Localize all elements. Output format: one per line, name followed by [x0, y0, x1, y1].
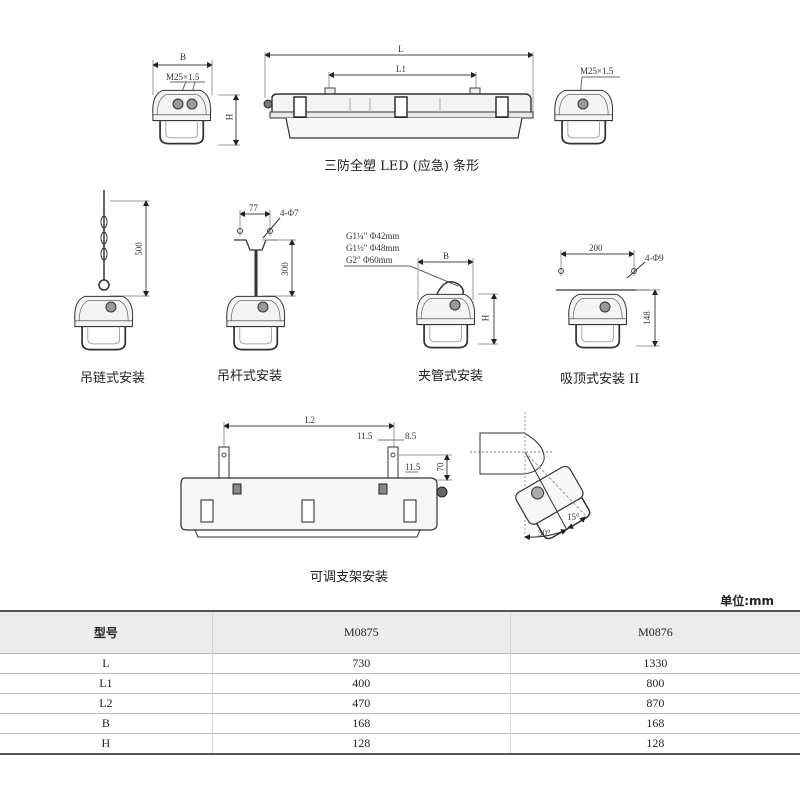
adjustable-bracket-drawing — [180, 422, 452, 538]
row-label: L — [0, 653, 213, 674]
pipe-size-3: G2″ Φ60mm — [346, 255, 393, 265]
rod-dim-77: 77 — [249, 203, 258, 213]
adjustable-bracket-caption: 可调支架安装 — [310, 570, 389, 585]
cell-value: 128 — [509, 733, 800, 755]
front-dim-h: H — [224, 113, 235, 121]
pipe-size-2: G1½″ Φ48mm — [346, 243, 400, 253]
cell-value: 730 — [211, 653, 511, 674]
chain-dim-500: 500 — [133, 242, 144, 256]
ceiling-dim-148: 148 — [641, 311, 652, 325]
pipe-clamp-caption: 夹管式安装 — [418, 369, 484, 384]
side-view — [263, 52, 534, 139]
cell-value: 168 — [509, 713, 800, 734]
table-row: B 168 168 — [0, 713, 800, 734]
spec-table: 型号 M0875 M0876 L 730 1330 L1 400 800 L2 … — [0, 610, 800, 755]
table-row: L 730 1330 — [0, 653, 800, 674]
pipe-size-1: G1¼″ Φ42mm — [346, 231, 400, 241]
table-row: H 128 128 — [0, 733, 800, 755]
cell-value: 870 — [509, 693, 800, 714]
cell-value: 470 — [211, 693, 511, 714]
rod-hole-label: 4-Φ7 — [280, 208, 299, 218]
unit-label: 单位:mm — [720, 594, 774, 608]
bracket-dim-70: 70 — [435, 462, 446, 472]
header-m0876: M0876 — [509, 610, 800, 654]
table-row: L1 400 800 — [0, 673, 800, 694]
technical-drawings — [73, 52, 660, 541]
row-label: L2 — [0, 693, 213, 714]
angle-15-label: 15° — [567, 512, 580, 522]
bracket-dim-8-5: 8.5 — [405, 431, 417, 441]
rod-dim-300: 300 — [279, 262, 290, 276]
chain-mount-caption: 吊链式安装 — [80, 371, 146, 386]
table-row: L2 470 870 — [0, 693, 800, 714]
side-dim-l1: L1 — [396, 64, 406, 74]
cell-value: 168 — [211, 713, 511, 734]
cell-value: 800 — [509, 673, 800, 694]
chain-mount-drawing — [73, 190, 150, 351]
rod-mount-drawing — [225, 210, 296, 351]
pipe-clamp-drawing — [344, 258, 498, 349]
front-dim-b: B — [180, 52, 187, 62]
header-model: 型号 — [0, 610, 213, 654]
side-dim-l: L — [398, 44, 404, 54]
cell-value: 1330 — [509, 653, 800, 674]
front-thread-label: M25×1.5 — [166, 72, 200, 82]
ceiling-mount-caption: 吸顶式安装 II — [560, 372, 640, 387]
bracket-dim-11-5-bottom: 11.5 — [405, 462, 421, 472]
pipe-dim-h: H — [480, 314, 491, 322]
pipe-dim-b: B — [443, 251, 450, 261]
rear-end-view — [553, 76, 620, 145]
front-end-view — [151, 60, 240, 146]
row-label: B — [0, 713, 213, 734]
row-label: H — [0, 733, 213, 755]
rotation-angle-drawing — [470, 412, 591, 541]
row-label: L1 — [0, 673, 213, 694]
side-view-caption: 三防全塑 LED (应急) 条形 — [324, 159, 480, 174]
bracket-dim-l2: L2 — [305, 415, 315, 425]
rear-thread-label: M25×1.5 — [580, 66, 614, 76]
cell-value: 128 — [211, 733, 511, 755]
rod-mount-caption: 吊杆式安装 — [217, 369, 283, 384]
bracket-dim-11-5-top: 11.5 — [357, 431, 373, 441]
ceiling-hole-label: 4-Φ9 — [645, 253, 664, 263]
cell-value: 400 — [211, 673, 511, 694]
ceiling-mount-drawing — [556, 250, 660, 349]
header-m0875: M0875 — [211, 610, 511, 654]
ceiling-dim-200: 200 — [589, 243, 603, 253]
table-header-row: 型号 M0875 M0876 — [0, 610, 800, 654]
angle-30-label: 30° — [538, 528, 551, 538]
